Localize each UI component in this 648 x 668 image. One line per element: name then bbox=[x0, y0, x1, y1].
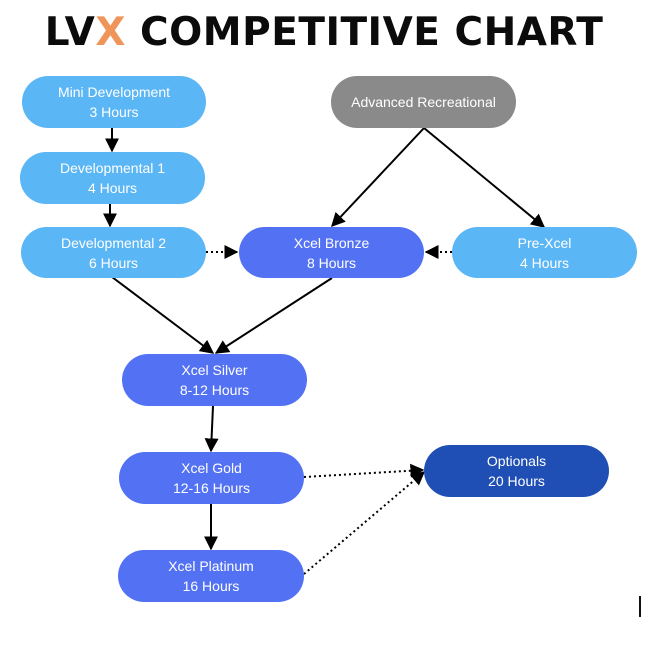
node-developmental-2: Developmental 2 6 Hours bbox=[21, 227, 206, 278]
title-prefix: LV bbox=[44, 10, 96, 55]
node-hours: 16 Hours bbox=[182, 578, 240, 594]
title-accent-letter: X bbox=[95, 10, 126, 55]
node-hours: 4 Hours bbox=[519, 254, 570, 271]
node-name: Optionals bbox=[486, 453, 547, 469]
node-name: Developmental 2 bbox=[60, 234, 167, 251]
node-name: Pre-Xcel bbox=[517, 234, 572, 251]
edge-gold-to-optionals-dotted bbox=[303, 463, 425, 478]
node-hours: 3 Hours bbox=[89, 104, 139, 120]
node-hours: 6 Hours bbox=[88, 254, 139, 271]
edge-advrec-to-prexcel bbox=[423, 127, 546, 228]
node-xcel-gold: Xcel Gold 12-16 Hours bbox=[119, 452, 304, 504]
edge-bronze-to-silver bbox=[214, 277, 333, 354]
node-name: Xcel Bronze bbox=[293, 234, 370, 251]
node-mini-development: Mini Development 3 Hours bbox=[22, 76, 206, 128]
node-xcel-bronze: Xcel Bronze 8 Hours bbox=[239, 227, 424, 278]
node-hours: 8-12 Hours bbox=[179, 382, 250, 398]
edge-platinum-to-optionals-dotted bbox=[303, 471, 426, 575]
node-optionals: Optionals 20 Hours bbox=[424, 445, 609, 497]
node-advanced-recreational: Advanced Recreational bbox=[331, 76, 516, 128]
edge-silver-to-gold bbox=[204, 405, 219, 453]
node-hours: 4 Hours bbox=[87, 180, 138, 196]
node-hours: 8 Hours bbox=[306, 254, 357, 271]
node-name: Xcel Silver bbox=[181, 362, 248, 378]
node-xcel-platinum: Xcel Platinum 16 Hours bbox=[118, 550, 304, 602]
node-hours: 12-16 Hours bbox=[172, 480, 251, 496]
node-name: Xcel Platinum bbox=[168, 558, 254, 574]
chart-title: LVX COMPETITIVE CHART bbox=[0, 10, 648, 55]
node-name: Mini Development bbox=[57, 84, 171, 100]
edge-advrec-to-bronze bbox=[331, 127, 425, 228]
text-cursor-mark bbox=[639, 596, 641, 617]
node-developmental-1: Developmental 1 4 Hours bbox=[20, 152, 205, 204]
node-name: Xcel Gold bbox=[181, 460, 242, 476]
node-xcel-silver: Xcel Silver 8-12 Hours bbox=[122, 354, 307, 406]
node-name: Advanced Recreational bbox=[351, 94, 496, 110]
edge-dev2-to-silver bbox=[111, 276, 215, 354]
title-suffix: COMPETITIVE CHART bbox=[125, 10, 604, 55]
node-pre-xcel: Pre-Xcel 4 Hours bbox=[452, 227, 637, 278]
node-name: Developmental 1 bbox=[59, 160, 166, 176]
node-hours: 20 Hours bbox=[488, 473, 545, 489]
